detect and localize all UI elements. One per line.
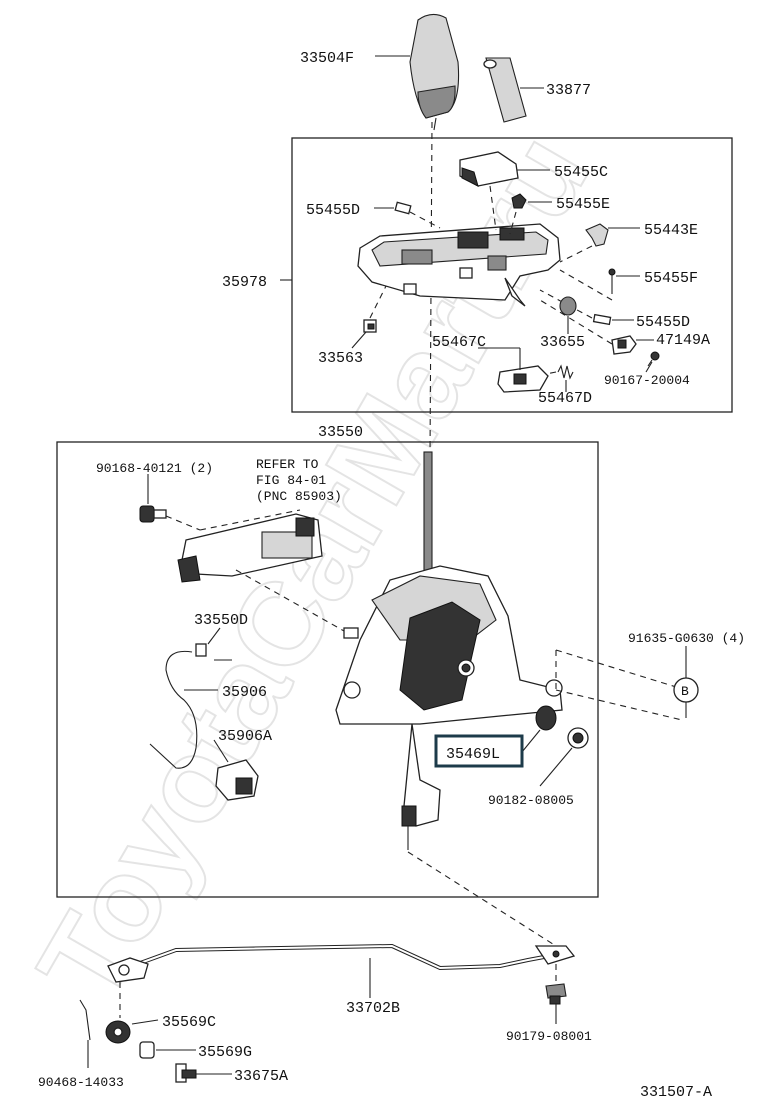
shift-cable-inner [131,944,561,970]
cable-end-left-part [107,957,149,983]
dash-91635-c [555,689,683,721]
label-55443E: 55443E [644,222,698,239]
shift-lever-base-part [335,451,563,850]
label-33702B: 33702B [346,1000,400,1017]
clip-90179-part [545,983,567,1005]
bushing-35569C-hole [113,1027,123,1037]
screw-90167-part [647,351,660,367]
label-33563: 33563 [318,350,363,367]
label-55455E: 55455E [556,196,610,213]
upper-assembly-frame [291,137,733,413]
spring-55467D-part [557,364,574,380]
callout-symbol: B [681,684,689,699]
screw-55455D-right-part [592,313,612,326]
label-55467D: 55467D [538,390,592,407]
dash-33563 [369,285,387,319]
label-35978: 35978 [222,274,267,291]
leader-35469L [521,729,541,753]
label-35469L: 35469L [446,746,500,763]
dash-91635-a [555,649,687,691]
dash-55467D [545,371,557,375]
clip-55443E-part [585,223,609,247]
label-55455D-top: 55455D [306,202,360,219]
dash-55455F [559,269,613,301]
label-35906A: 35906A [218,728,272,745]
wire-35906-part [149,650,198,769]
label-33675A: 33675A [234,1068,288,1085]
dash-sensor [199,509,301,531]
dash-55455E [509,211,517,235]
callout-circle-B [673,677,699,703]
pin-90468-part [79,999,91,1041]
block-55467C-part [497,365,549,393]
label-90167: 90167-20004 [604,373,690,388]
bushing-35469L-part [535,705,557,731]
label-33550D: 33550D [194,612,248,629]
leader-33550D [207,627,221,645]
position-sensor-part [177,513,323,583]
dash-cable-to-lever [407,851,557,947]
nut-55455E-part [511,193,527,209]
label-33550: 33550 [318,424,363,441]
dash-55443E [559,245,593,263]
leader-35569C [131,1019,159,1025]
dash-90168 [165,515,201,531]
connector-35906A-part [215,759,259,801]
nut-90182-part [567,727,589,749]
switch-47149A-part [611,335,637,355]
label-90468: 90468-14033 [38,1075,124,1090]
plate-33877-part [483,57,527,123]
label-55455F: 55455F [644,270,698,287]
label-55467C: 55467C [432,334,486,351]
highlight-box-35469L [434,734,524,768]
dash-55455D-right [539,289,593,319]
leader-90167 [645,361,653,373]
pin-33563-part [363,319,377,333]
pin-55455F-part [608,268,616,294]
bolt-33675A-part [175,1063,197,1083]
label-55455C: 55455C [554,164,608,181]
pin-33550D-part [195,643,232,661]
diagram-id: 331507-A [640,1084,712,1101]
label-90182: 90182-08005 [488,793,574,808]
label-33504F: 33504F [300,50,354,67]
leader-35906A [213,739,229,763]
label-35906: 35906 [222,684,267,701]
label-91635: 91635-G0630 (4) [628,631,745,646]
leader-90182 [539,747,573,787]
note-line-2: FIG 84-01 [256,473,326,488]
screw-55455D-top-part [394,201,412,215]
note-line-1: REFER TO [256,457,319,472]
dash-47149A [539,299,613,345]
label-35569G: 35569G [198,1044,252,1061]
label-33655: 33655 [540,334,585,351]
dash-sensor-to-base [235,569,361,641]
collar-35569G-part [139,1041,155,1059]
lower-assembly-frame [56,441,599,898]
label-55455D-right: 55455D [636,314,690,331]
upper-housing-part [357,223,561,307]
leader-33563 [351,331,367,349]
cover-55455C-part [459,151,519,187]
label-90168: 90168-40121 (2) [96,461,213,476]
label-35569C: 35569C [162,1014,216,1031]
label-47149A: 47149A [656,332,710,349]
bushing-33655-part [559,296,577,316]
note-line-3: (PNC 85903) [256,489,342,504]
dash-55455D-top [409,211,441,229]
bolt-90168-part [139,505,167,523]
label-90179: 90179-08001 [506,1029,592,1044]
dash-55455C [489,185,497,231]
cable-end-right-part [534,945,576,965]
label-33877: 33877 [546,82,591,99]
shift-knob-part [409,13,460,131]
